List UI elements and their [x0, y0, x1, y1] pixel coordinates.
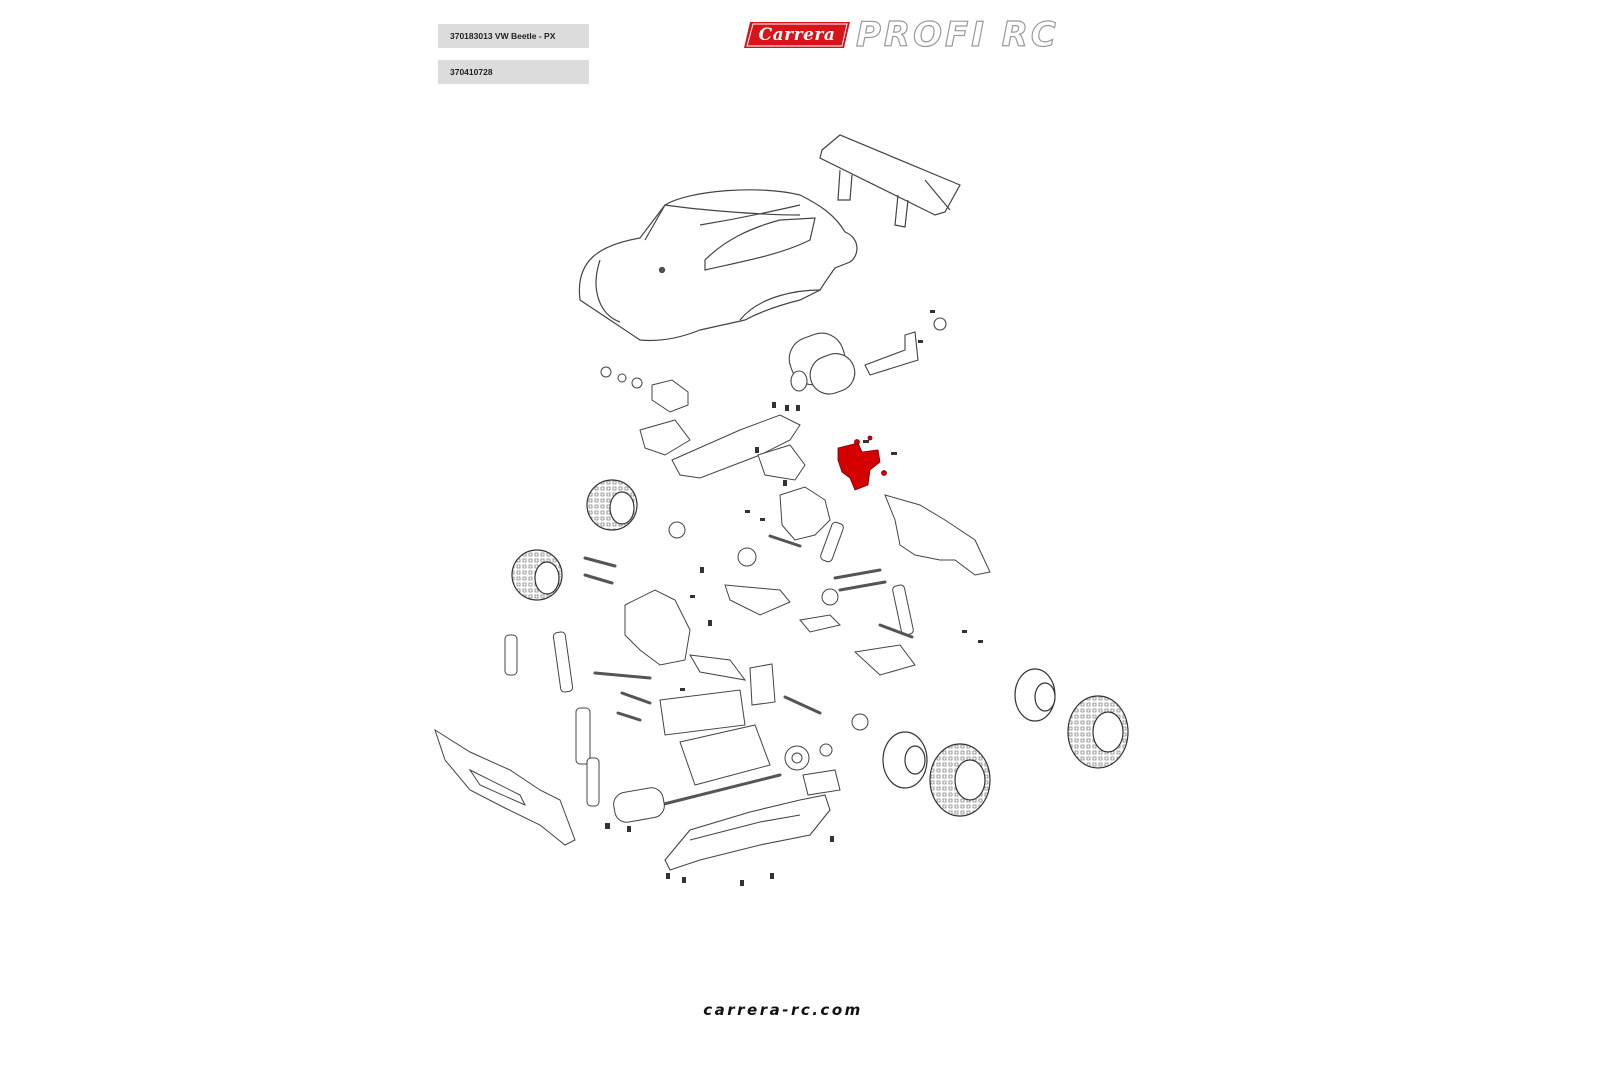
lower-chassis: [665, 795, 830, 870]
shock-absorbers: [505, 521, 914, 806]
spur-gear: [785, 714, 868, 795]
body-shell: [579, 190, 857, 341]
website-url: carrera-rc.com: [703, 1001, 863, 1019]
carrera-badge-shape: [744, 22, 850, 48]
front-gearbox: [625, 487, 838, 665]
rear-bumper: [885, 495, 990, 575]
highlighted-part: [838, 436, 887, 490]
rods-and-links: [585, 536, 912, 805]
screws-hardware: [605, 310, 983, 886]
front-bumper: [435, 730, 575, 845]
part-number-label: 370410728: [438, 60, 589, 84]
servo-steering-parts: [601, 367, 690, 455]
wheel-front-left-bottom: [512, 550, 562, 600]
motor-assembly: [783, 318, 946, 399]
carrera-profi-rc-logo: Carrera PROFI RC: [744, 14, 1134, 56]
carrera-badge-text: Carrera: [758, 25, 836, 45]
wheel-rear-center: [883, 732, 990, 816]
profi-rc-wordmark: PROFI RC: [855, 14, 1059, 55]
model-label: 370183013 VW Beetle - PX: [438, 24, 589, 48]
wheel-rear-right: [1015, 669, 1128, 768]
wheel-front-left-top: [587, 480, 637, 530]
suspension-arms: [690, 585, 915, 680]
wheels: [512, 480, 1128, 816]
upper-deck: [672, 415, 805, 480]
battery-esc: [612, 664, 775, 824]
rear-wing: [820, 135, 960, 227]
